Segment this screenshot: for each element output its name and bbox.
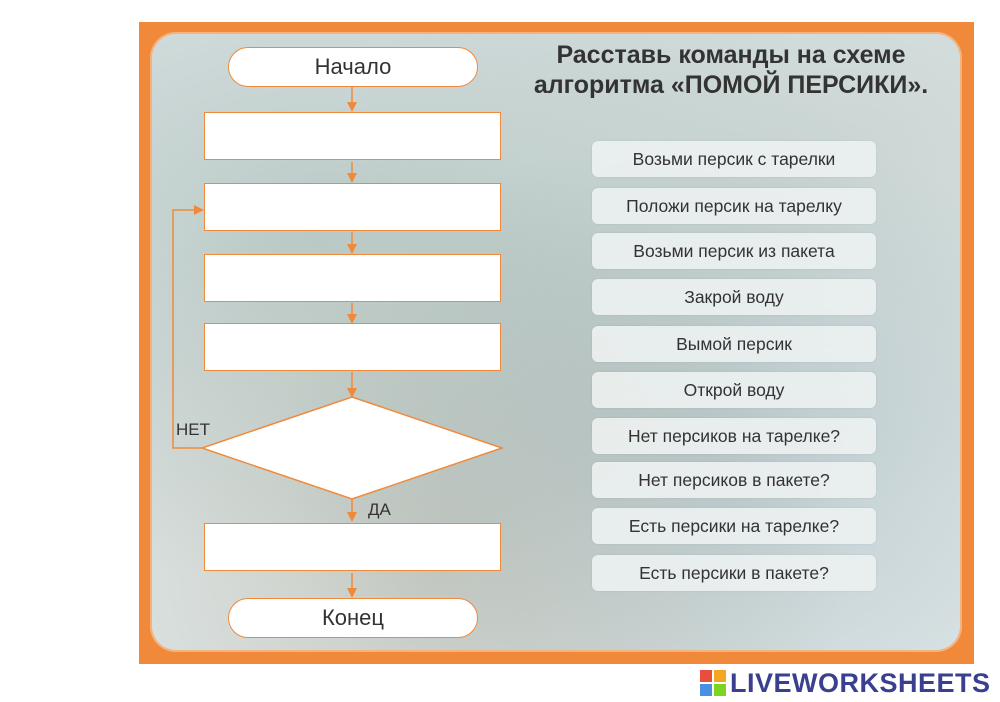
decision-diamond[interactable] bbox=[199, 396, 505, 500]
step-slot-3[interactable] bbox=[204, 254, 501, 302]
command-card[interactable]: Закрой воду bbox=[592, 279, 876, 315]
logo-square-green bbox=[714, 684, 726, 696]
loop-back-arrow bbox=[172, 205, 204, 449]
command-card[interactable]: Нет персиков на тарелке? bbox=[592, 418, 876, 454]
command-card[interactable]: Есть персики в пакете? bbox=[592, 555, 876, 591]
liveworksheets-logo[interactable]: LIVEWORKSHEETS bbox=[700, 667, 991, 699]
yes-branch-label: ДА bbox=[368, 500, 391, 519]
logo-square-blue bbox=[700, 684, 712, 696]
liveworksheets-icon bbox=[700, 670, 726, 696]
liveworksheets-wordmark: LIVEWORKSHEETS bbox=[730, 667, 991, 698]
end-terminal: Конец bbox=[228, 598, 478, 638]
command-card[interactable]: Положи персик на тарелку bbox=[592, 188, 876, 224]
start-terminal: Начало bbox=[228, 47, 478, 87]
command-card[interactable]: Вымой персик bbox=[592, 326, 876, 362]
logo-square-orange bbox=[714, 670, 726, 682]
command-card[interactable]: Есть персики на тарелке? bbox=[592, 508, 876, 544]
command-card[interactable]: Возьми персик из пакета bbox=[592, 233, 876, 269]
step-slot-1[interactable] bbox=[204, 112, 501, 160]
task-title: Расставь команды на схеме алгоритма «ПОМ… bbox=[533, 41, 929, 99]
logo-square-red bbox=[700, 670, 712, 682]
command-card[interactable]: Возьми персик с тарелки bbox=[592, 141, 876, 177]
step-slot-2[interactable] bbox=[204, 183, 501, 231]
no-branch-label: НЕТ bbox=[176, 420, 210, 439]
step-slot-5[interactable] bbox=[204, 523, 501, 571]
command-card[interactable]: Открой воду bbox=[592, 372, 876, 408]
step-slot-4[interactable] bbox=[204, 323, 501, 371]
command-card[interactable]: Нет персиков в пакете? bbox=[592, 462, 876, 498]
